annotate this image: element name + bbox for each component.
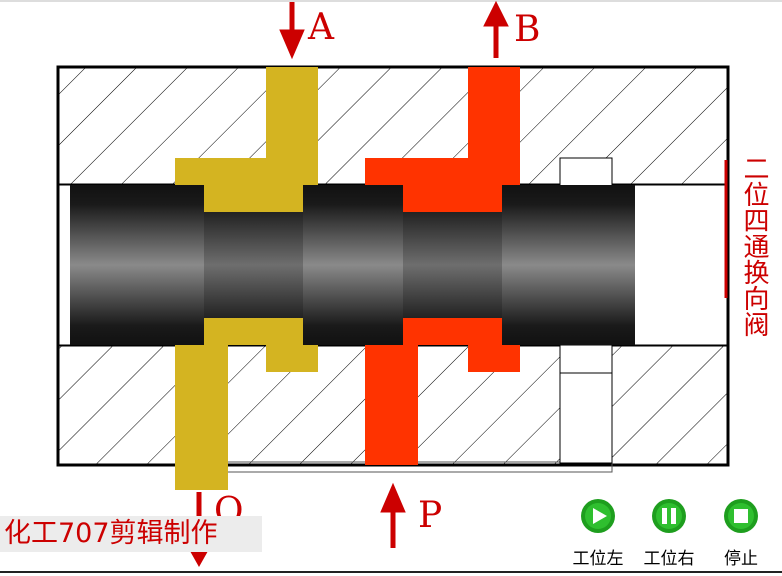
stop-icon[interactable] <box>723 498 759 534</box>
play-icon[interactable] <box>580 498 616 534</box>
channel-p-to-b <box>365 67 520 200</box>
control-left-position[interactable]: 工位左 <box>569 498 627 569</box>
right-chamber-bottom <box>559 344 613 374</box>
valve-title: 二位四通换向阀 <box>739 155 769 337</box>
arrow-b-up <box>483 0 509 58</box>
port-label-b: B <box>514 9 541 50</box>
right-chamber-top <box>559 157 613 187</box>
spool-land-middle <box>303 185 403 345</box>
spool-land-left <box>70 185 204 345</box>
arrow-a-down <box>279 2 305 60</box>
control-left-label: 工位左 <box>572 549 624 569</box>
control-stop[interactable]: 停止 <box>712 498 770 569</box>
credit-text: 化工707剪辑制作 <box>0 516 262 552</box>
channel-o <box>175 330 318 490</box>
spool-land-right <box>502 185 635 345</box>
channel-a-to-o <box>175 67 318 200</box>
control-stop-label: 停止 <box>724 549 758 569</box>
bottom-border <box>0 571 782 573</box>
arrow-p-up <box>380 482 406 548</box>
channel-p <box>365 330 520 465</box>
pause-icon[interactable] <box>651 498 687 534</box>
control-right-position[interactable]: 工位右 <box>640 498 698 569</box>
port-label-a: A <box>308 7 334 48</box>
port-label-p: P <box>418 495 443 536</box>
control-right-label: 工位右 <box>643 549 695 569</box>
